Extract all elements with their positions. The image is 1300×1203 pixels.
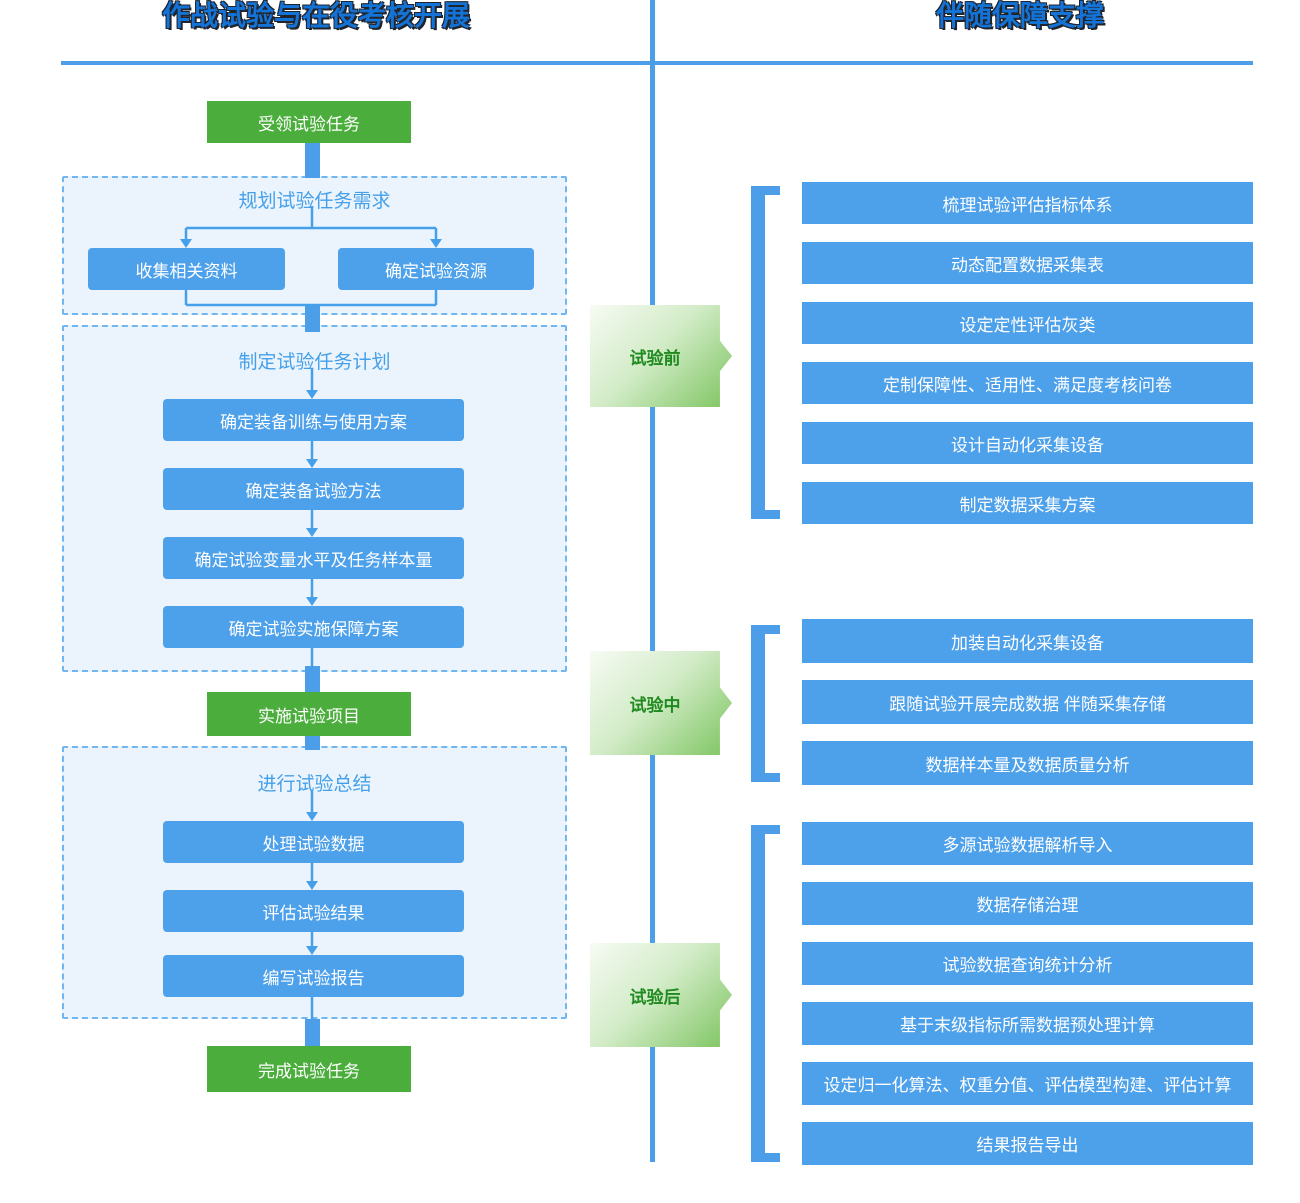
stage2-box-1: 确定装备训练与使用方案 xyxy=(163,399,464,441)
support-item: 设定定性评估灰类 xyxy=(802,302,1253,344)
group2-bracket xyxy=(751,625,765,782)
connector-bar xyxy=(305,1019,320,1048)
connector-bar xyxy=(305,142,320,178)
phase-label-in-test: 试验中 xyxy=(590,651,732,755)
support-item: 设计自动化采集设备 xyxy=(802,422,1253,464)
support-item: 数据样本量及数据质量分析 xyxy=(802,741,1253,785)
group2-bracket-bottom-tab xyxy=(765,773,780,782)
stage1-title: 规划试验任务需求 xyxy=(238,191,391,212)
support-item: 制定数据采集方案 xyxy=(802,482,1253,524)
end-node: 完成试验任务 xyxy=(207,1046,411,1092)
connector-bar xyxy=(305,306,320,332)
support-item: 基于末级指标所需数据预处理计算 xyxy=(802,1002,1253,1045)
group1-bracket-bottom-tab xyxy=(765,510,780,519)
group3-bracket-bottom-tab xyxy=(765,1153,780,1162)
support-item: 试验数据查询统计分析 xyxy=(802,942,1253,985)
support-item: 多源试验数据解析导入 xyxy=(802,822,1253,865)
support-item: 结果报告导出 xyxy=(802,1122,1253,1165)
stage3-title: 进行试验总结 xyxy=(257,774,372,795)
milestone-node: 实施试验项目 xyxy=(207,692,411,736)
header-underline xyxy=(61,61,1253,65)
column-divider-line xyxy=(650,0,655,1162)
support-item: 动态配置数据采集表 xyxy=(802,242,1253,284)
stage3-box-1: 处理试验数据 xyxy=(163,821,464,863)
stage3-box-2: 评估试验结果 xyxy=(163,890,464,932)
start-node: 受领试验任务 xyxy=(207,101,411,143)
group1-bracket xyxy=(751,186,765,519)
group1-bracket-top-tab xyxy=(765,186,780,195)
stage3-box-3: 编写试验报告 xyxy=(163,955,464,997)
stage1-box-resources: 确定试验资源 xyxy=(338,248,534,290)
left-column-title: 作战试验与在役考核开展 xyxy=(161,0,470,31)
stage2-title: 制定试验任务计划 xyxy=(238,352,391,373)
connector-bar xyxy=(305,734,320,750)
support-item: 定制保障性、适用性、满足度考核问卷 xyxy=(802,362,1253,404)
stage2-box-4: 确定试验实施保障方案 xyxy=(163,606,464,648)
support-item: 设定归一化算法、权重分值、评估模型构建、评估计算 xyxy=(802,1062,1253,1105)
phase-label-post-test: 试验后 xyxy=(590,943,732,1047)
group3-bracket xyxy=(751,825,765,1162)
stage1-box-collect: 收集相关资料 xyxy=(88,248,285,290)
support-item: 数据存储治理 xyxy=(802,882,1253,925)
stage2-box-3: 确定试验变量水平及任务样本量 xyxy=(163,537,464,579)
support-item: 跟随试验开展完成数据 伴随采集存储 xyxy=(802,680,1253,724)
support-item: 加装自动化采集设备 xyxy=(802,619,1253,663)
group3-bracket-top-tab xyxy=(765,825,780,834)
connector-bar xyxy=(305,666,320,694)
support-item: 梳理试验评估指标体系 xyxy=(802,182,1253,224)
group2-bracket-top-tab xyxy=(765,625,780,634)
stage2-box-2: 确定装备试验方法 xyxy=(163,468,464,510)
phase-label-pre-test: 试验前 xyxy=(590,305,732,407)
right-column-title: 伴随保障支撑 xyxy=(935,0,1104,31)
